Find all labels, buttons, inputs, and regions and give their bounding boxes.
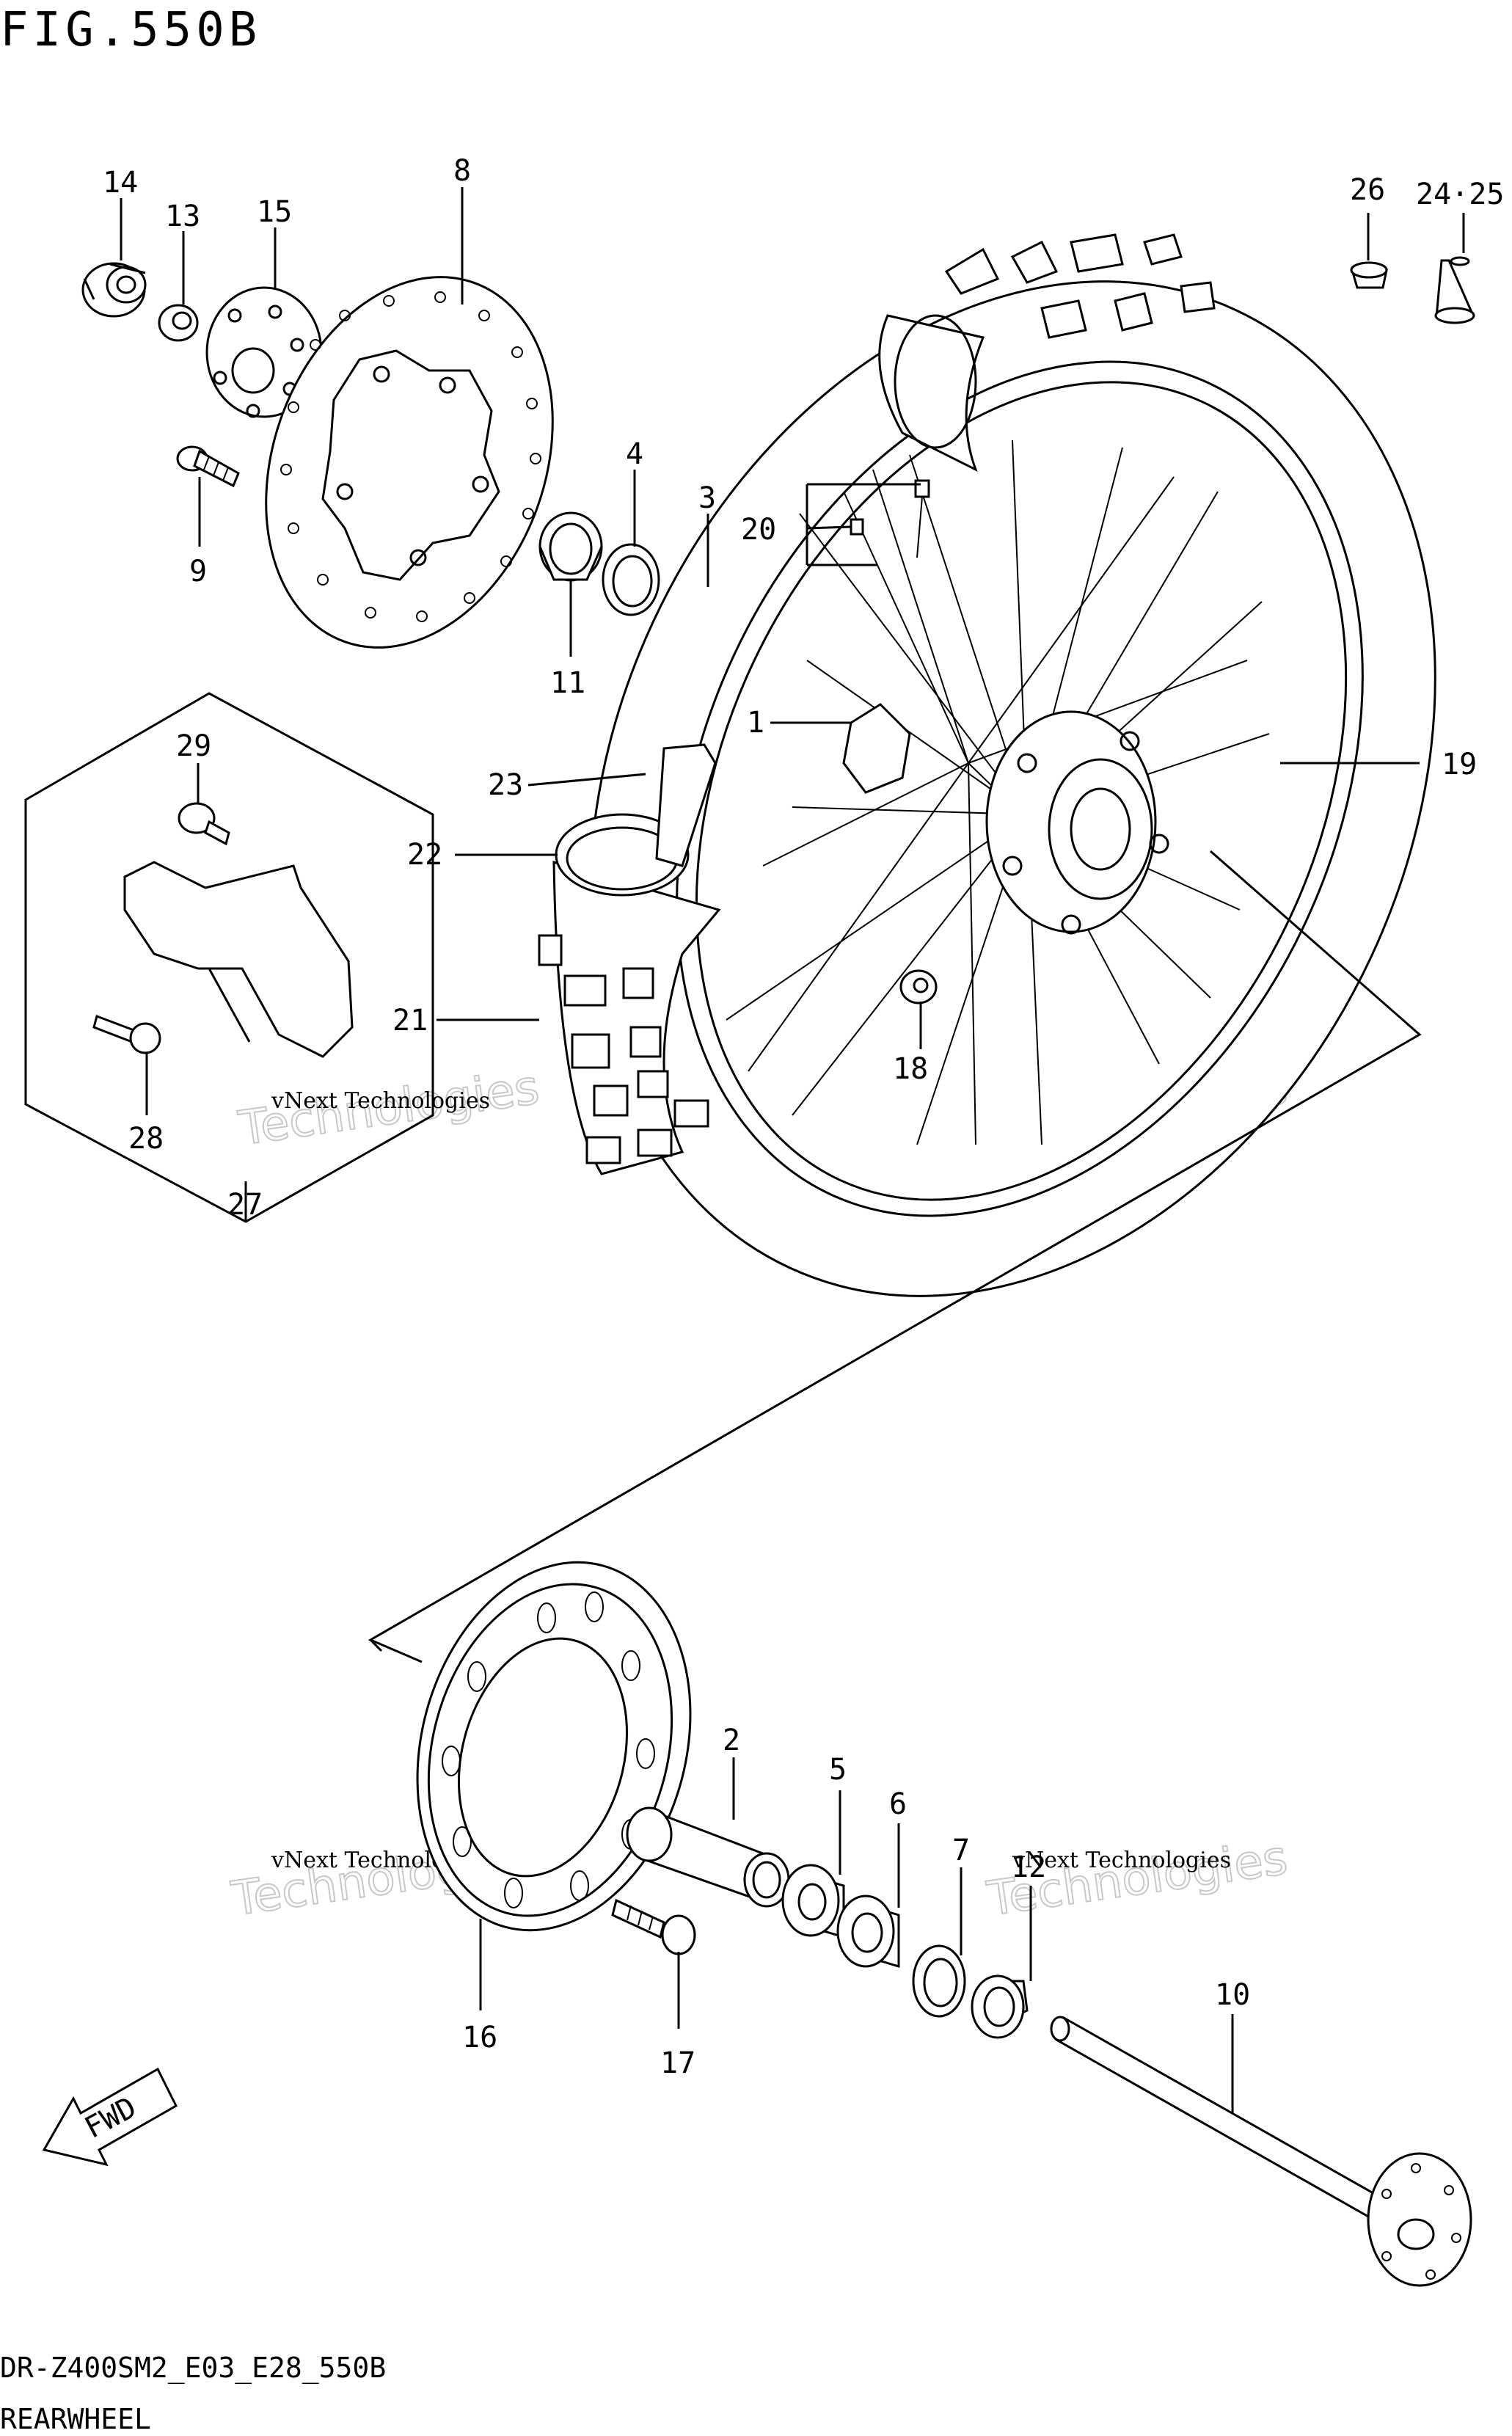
part-21-tyre-section — [538, 860, 721, 1175]
part-20-nipple — [850, 479, 930, 558]
part-11-collar — [538, 511, 603, 582]
callout-19: 19 — [1442, 748, 1477, 781]
callout-18: 18 — [893, 1052, 928, 1086]
part-12-collar — [971, 1974, 1029, 2039]
figure-caption: REARWHEEL — [0, 2403, 151, 2435]
part-4-oil-seal — [602, 543, 660, 616]
callout-27: 27 — [227, 1188, 263, 1222]
part-2-spacer — [626, 1806, 790, 1908]
part-8-brake-disc — [265, 276, 554, 649]
rear-wheel-assembly — [588, 233, 1436, 1297]
callout-7: 7 — [952, 1834, 970, 1867]
part-16-sprocket — [416, 1561, 692, 1932]
part-14-nut — [81, 262, 147, 318]
part-10-axle — [1050, 2016, 1472, 2287]
part-6-bearing — [836, 1895, 900, 1969]
leader-lines — [120, 187, 1465, 2113]
callout-10: 10 — [1215, 1978, 1250, 2012]
figure-title: FIG.550B — [0, 3, 261, 57]
callout-2: 2 — [723, 1724, 740, 1757]
callout-17: 17 — [660, 2046, 695, 2080]
part-27-chain-guard-group — [24, 692, 434, 1223]
callout-1: 1 — [747, 706, 764, 740]
part-28-bolt — [92, 1015, 161, 1054]
callout-8: 8 — [453, 154, 471, 188]
callout-21: 21 — [392, 1004, 428, 1038]
callout-labels: 14 13 15 8 9 4 3 11 20 1 19 23 22 21 18 … — [103, 154, 1504, 2080]
part-18-weight — [899, 969, 938, 1004]
part-29-bolt — [178, 802, 230, 846]
callout-3: 3 — [698, 481, 716, 515]
callout-6: 6 — [889, 1787, 907, 1821]
explode-guide-line — [369, 1638, 383, 1652]
callout-28: 28 — [128, 1122, 164, 1156]
part-26-valve-cap — [1350, 261, 1388, 289]
part-9-bolt — [176, 445, 240, 488]
watermark-small: vNext Technologies — [1012, 1848, 1231, 1873]
part-23-rim-band — [655, 743, 717, 867]
callout-20: 20 — [741, 513, 776, 547]
model-code: DR-Z400SM2_E03_E28_550B — [0, 2352, 386, 2385]
explode-guide-line — [368, 850, 1422, 1663]
callout-9: 9 — [189, 555, 207, 588]
fwd-arrow-icon: FWD — [42, 2067, 178, 2167]
callout-23: 23 — [488, 768, 523, 802]
callout-12: 12 — [1011, 1850, 1046, 1884]
watermark-small: vNext Technologies — [271, 1088, 490, 1114]
part-17-bolt — [611, 1898, 696, 1955]
part-24-25-valve — [1434, 256, 1475, 324]
callout-29: 29 — [176, 729, 211, 763]
callout-26: 26 — [1350, 173, 1385, 207]
callout-14: 14 — [103, 166, 138, 200]
part-13-washer — [158, 304, 199, 342]
part-7-oil-seal — [912, 1944, 966, 2018]
callout-5: 5 — [829, 1753, 847, 1787]
callout-15: 15 — [257, 195, 292, 229]
callout-24-25: 24·25 — [1416, 178, 1504, 211]
callout-11: 11 — [550, 666, 585, 700]
callout-16: 16 — [462, 2021, 497, 2054]
callout-13: 13 — [165, 200, 200, 233]
callout-22: 22 — [407, 838, 442, 872]
callout-4: 4 — [626, 437, 643, 471]
part-5-bearing — [781, 1864, 845, 1939]
